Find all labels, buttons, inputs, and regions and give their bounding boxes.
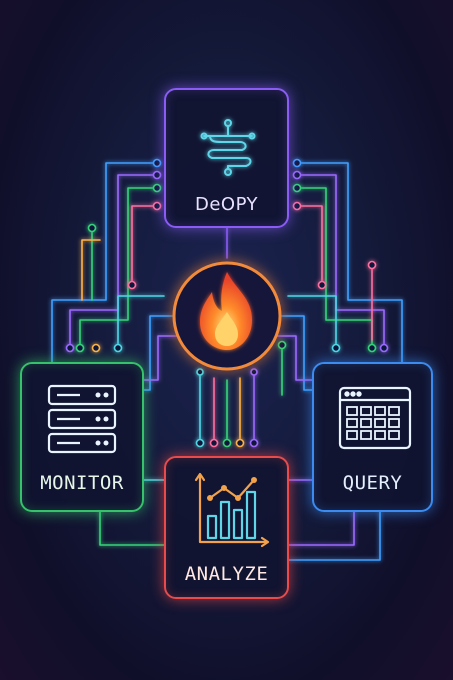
terminal-dot <box>65 343 75 353</box>
monitor-label: MONITOR <box>40 472 124 494</box>
wire <box>296 187 373 349</box>
wire <box>296 162 403 363</box>
circuit-wires <box>51 162 403 561</box>
terminal-dot <box>222 438 232 448</box>
terminal-dot <box>292 158 302 168</box>
terminal-dot <box>152 201 162 211</box>
wire-terminals <box>65 158 389 448</box>
query-label: QUERY <box>342 472 403 494</box>
terminal-dot <box>196 368 204 376</box>
wire <box>288 511 355 546</box>
wire <box>79 187 158 349</box>
analyze-label: ANALYZE <box>184 563 269 585</box>
wire <box>288 511 381 561</box>
monitor-node[interactable]: MONITOR <box>20 362 144 512</box>
wire <box>131 205 158 286</box>
server-stack-icon <box>47 384 117 454</box>
terminal-dot <box>367 260 377 270</box>
terminal-dot <box>209 438 219 448</box>
terminal-dot <box>113 343 123 353</box>
wire <box>275 335 313 381</box>
terminal-dot <box>331 343 341 353</box>
pipeline-icon <box>200 119 256 176</box>
terminal-dot <box>195 438 205 448</box>
terminal-dot <box>367 343 377 353</box>
terminal-dot <box>152 170 162 180</box>
terminal-dot <box>292 170 302 180</box>
flame-icon <box>200 272 252 350</box>
terminal-dot <box>250 368 258 376</box>
wire <box>296 205 323 286</box>
terminal-dot <box>152 158 162 168</box>
terminal-dot <box>235 438 245 448</box>
central-hub <box>172 261 282 371</box>
terminal-dot <box>127 280 137 290</box>
terminal-dot <box>152 183 162 193</box>
wire <box>281 315 313 391</box>
deploy-node[interactable]: DeOPY <box>164 88 289 228</box>
wire <box>69 174 158 349</box>
terminal-dot <box>75 343 85 353</box>
terminal-dot <box>317 280 327 290</box>
terminal-dot <box>87 223 97 233</box>
analyze-node[interactable]: ANALYZE <box>164 456 289 599</box>
terminal-dot <box>277 340 287 350</box>
terminal-dot <box>249 438 259 448</box>
deploy-label: DeOPY <box>194 194 259 215</box>
terminal-dot <box>379 343 389 353</box>
bar-chart-icon <box>194 472 270 548</box>
wire <box>81 239 101 301</box>
wire <box>51 162 158 363</box>
wire <box>143 335 179 381</box>
terminal-dot <box>292 183 302 193</box>
table-grid-icon <box>338 386 412 450</box>
terminal-dot <box>91 343 101 353</box>
wire <box>143 315 173 391</box>
wire <box>117 295 165 349</box>
query-node[interactable]: QUERY <box>312 362 433 512</box>
wire <box>287 295 337 349</box>
terminal-dot <box>292 201 302 211</box>
wire <box>99 511 165 546</box>
